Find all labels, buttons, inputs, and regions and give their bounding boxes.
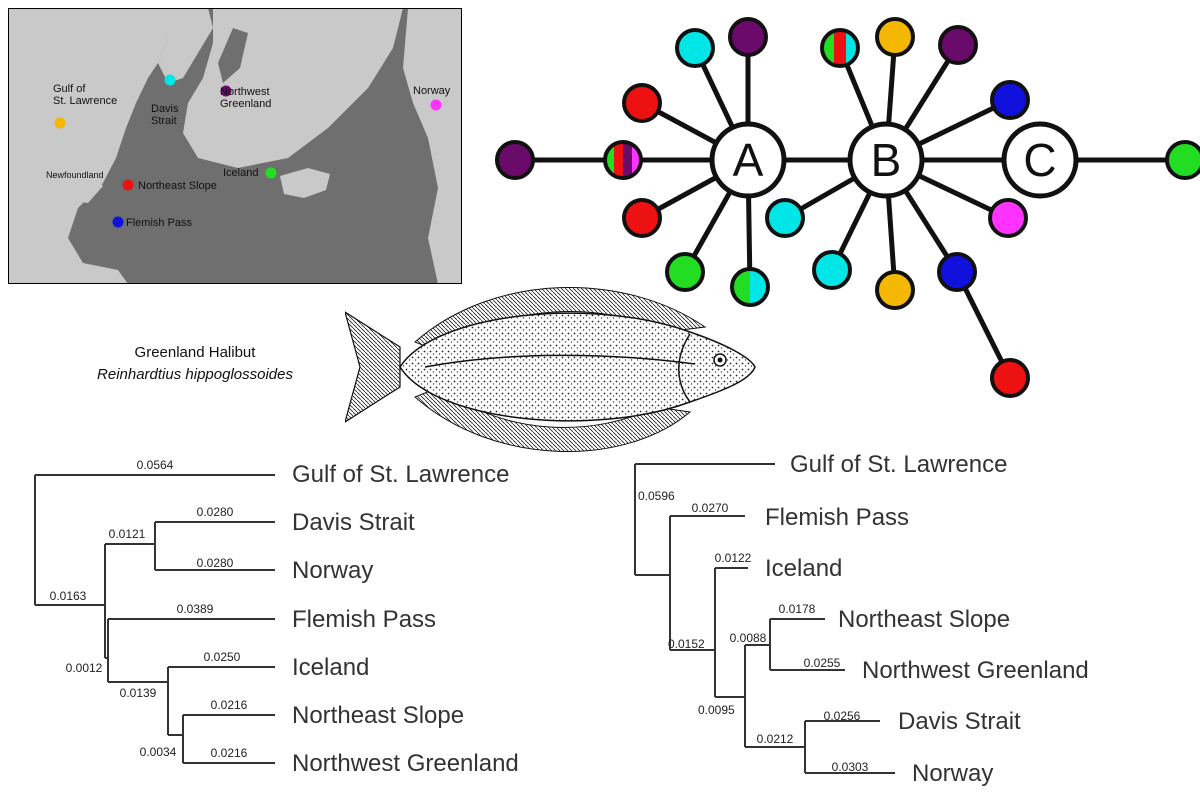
halibut-illustration xyxy=(345,286,756,452)
tip-label: Flemish Pass xyxy=(765,504,909,531)
branch-length-label: 0.0178 xyxy=(779,602,816,616)
branch-length-label: 0.0139 xyxy=(120,686,157,700)
branch-length-label: 0.0212 xyxy=(757,732,794,746)
branch-length-label: 0.0255 xyxy=(804,656,841,670)
site-marker-norway xyxy=(430,99,442,111)
tip-label: Davis Strait xyxy=(898,708,1021,735)
haplotype-node xyxy=(765,198,805,238)
site-marker-flemish-pass xyxy=(112,216,124,228)
branch-length-label: 0.0095 xyxy=(698,703,735,717)
branch-length-label: 0.0280 xyxy=(197,556,234,570)
haplotype-node xyxy=(990,80,1030,120)
phylogenetic-tree-right: 0.0596 0.0270 0.0122 0.0178 0.0088 0.0255 0.01… xyxy=(634,451,1089,787)
tip-label: Gulf of St. Lawrence xyxy=(292,461,509,488)
tip-label: Iceland xyxy=(292,654,369,681)
branch-length-label: 0.0596 xyxy=(638,489,675,503)
branch-length-label: 0.0088 xyxy=(730,631,767,645)
branch-length-label: 0.0250 xyxy=(204,650,241,664)
species-common-name: Greenland Halibut xyxy=(134,344,256,361)
branch-length-label: 0.0122 xyxy=(715,551,752,565)
tip-label: Norway xyxy=(912,760,993,787)
haplotype-network: A B C xyxy=(495,17,1200,398)
haplotype-node xyxy=(820,28,860,68)
site-marker-northeast-slope xyxy=(122,179,134,191)
haplotype-node xyxy=(728,17,768,57)
hub-node-c: C xyxy=(1001,121,1079,199)
hub-label: C xyxy=(1023,134,1056,186)
branch-length-label: 0.0012 xyxy=(66,661,103,675)
branch-length-label: 0.0216 xyxy=(211,746,248,760)
haplotype-node xyxy=(990,358,1030,398)
branch-length-label: 0.0270 xyxy=(692,501,729,515)
branch-length-label: 0.0564 xyxy=(137,458,174,472)
tip-label: Northeast Slope xyxy=(292,702,464,729)
haplotype-node xyxy=(812,250,852,290)
species-scientific-name: Reinhardtius hippoglossoides xyxy=(97,366,293,383)
map-inlet xyxy=(218,28,248,83)
haplotype-node xyxy=(938,25,978,65)
tip-label: Gulf of St. Lawrence xyxy=(790,451,1007,478)
tip-label: Davis Strait xyxy=(292,509,415,536)
tip-label: Norway xyxy=(292,557,373,584)
tip-label: Northeast Slope xyxy=(838,606,1010,633)
tip-label: Northwest Greenland xyxy=(292,750,519,777)
hub-node-b: B xyxy=(847,121,925,199)
branch-length-label: 0.0256 xyxy=(824,709,861,723)
hub-node-a: A xyxy=(709,121,787,199)
species-caption: Greenland Halibut Reinhardtius hippoglos… xyxy=(60,342,330,386)
haplotype-node xyxy=(875,17,915,57)
haplotype-node xyxy=(675,28,715,68)
hub-label: B xyxy=(871,134,902,186)
site-label-northeast-slope: Northeast Slope xyxy=(138,180,217,192)
haplotype-node xyxy=(603,140,643,180)
haplotype-node xyxy=(1165,140,1200,180)
region-label-newfoundland: Newfoundland xyxy=(46,170,104,180)
phylogenetic-tree-left: 0.0564 0.0280 0.0121 0.0280 0.0163 0.0389 0.00… xyxy=(34,458,519,777)
branch-length-label: 0.0034 xyxy=(140,745,177,759)
tip-label: Iceland xyxy=(765,555,842,582)
site-marker-iceland xyxy=(265,167,277,179)
hub-label: A xyxy=(733,134,764,186)
site-marker-northwest-greenland xyxy=(220,85,232,97)
tip-label: Flemish Pass xyxy=(292,606,436,633)
branch-length-label: 0.0216 xyxy=(211,698,248,712)
site-marker-davis-strait xyxy=(164,74,176,86)
site-label-flemish-pass: Flemish Pass xyxy=(126,217,193,229)
haplotype-node xyxy=(875,270,915,310)
site-label-iceland: Iceland xyxy=(223,167,258,179)
branch-length-label: 0.0121 xyxy=(109,527,146,541)
branch-length-label: 0.0152 xyxy=(668,637,705,651)
tip-label: Northwest Greenland xyxy=(862,657,1089,684)
branch-length-label: 0.0303 xyxy=(832,760,869,774)
site-marker-gulf-of-st-lawrence xyxy=(54,117,66,129)
site-label-norway: Norway xyxy=(413,85,451,97)
haplotype-node xyxy=(495,140,535,180)
haplotype-node xyxy=(622,83,662,123)
haplotype-node xyxy=(988,198,1028,238)
haplotype-node xyxy=(665,252,705,292)
branch-length-label: 0.0389 xyxy=(177,602,214,616)
haplotype-node xyxy=(937,252,977,292)
haplotype-node xyxy=(622,198,662,238)
branch-length-label: 0.0280 xyxy=(197,505,234,519)
haplotype-node xyxy=(730,267,770,307)
branch-length-label: 0.0163 xyxy=(50,589,87,603)
